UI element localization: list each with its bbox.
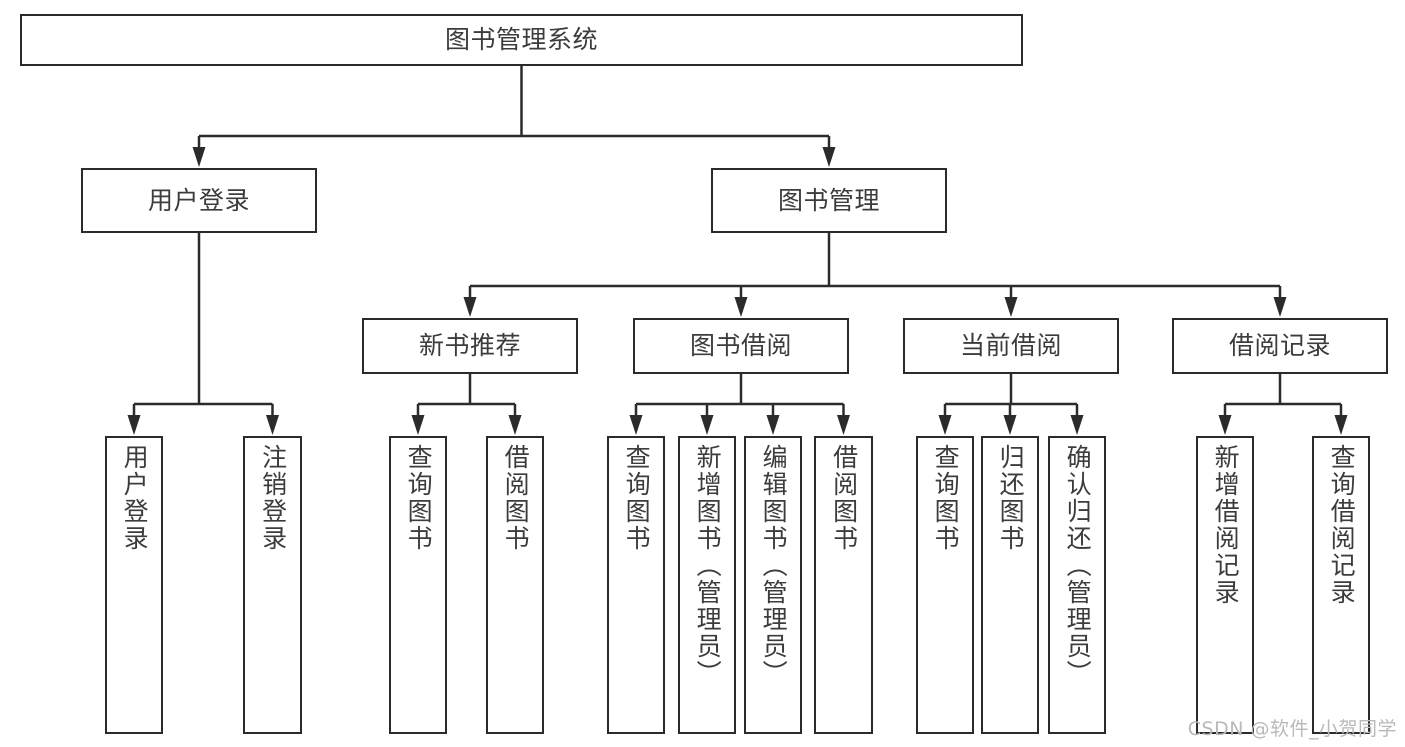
node-label: 查询借阅记录 [1327,444,1357,606]
arrowhead-icon [1070,415,1084,435]
node-leaf-query-book-3[interactable]: 查询图书 [916,436,974,734]
arrowhead-icon [192,147,206,167]
node-leaf-add-record[interactable]: 新增借阅记录 [1196,436,1254,734]
node-label: 查询图书 [931,444,961,552]
arrowhead-icon [1218,415,1232,435]
node-label: 查询图书 [404,444,434,552]
arrowhead-icon [411,415,425,435]
node-leaf-confirm-return[interactable]: 确认归还（管理员） [1048,436,1106,734]
arrowhead-icon [734,297,748,317]
node-leaf-add-book[interactable]: 新增图书（管理员） [678,436,736,734]
arrowhead-icon [938,415,952,435]
node-current-borrow[interactable]: 当前借阅 [903,318,1119,374]
arrowhead-icon [508,415,522,435]
arrowhead-icon [629,415,643,435]
arrowhead-icon [266,415,279,435]
node-leaf-query-record[interactable]: 查询借阅记录 [1312,436,1370,734]
node-label: 归还图书 [996,444,1026,552]
node-user-login[interactable]: 用户登录 [81,168,317,233]
arrowhead-icon [1334,415,1348,435]
node-label: 确认归还（管理员） [1063,444,1093,687]
node-book-manage[interactable]: 图书管理 [711,168,947,233]
node-label: 借阅图书 [501,444,531,552]
node-label: 图书借阅 [689,331,792,361]
node-leaf-borrow-book-2[interactable]: 借阅图书 [814,436,873,734]
node-label: 用户登录 [147,185,250,215]
arrowhead-icon [1273,297,1287,317]
node-label: 查询图书 [622,444,652,552]
node-label: 当前借阅 [959,331,1062,361]
node-label: 新增图书（管理员） [693,444,723,687]
node-new-book-recommend[interactable]: 新书推荐 [362,318,578,374]
arrowhead-icon [127,415,141,435]
arrowhead-icon [837,415,850,435]
node-label: 编辑图书（管理员） [759,444,789,687]
node-leaf-logout[interactable]: 注销登录 [243,436,302,734]
arrowhead-icon [700,415,714,435]
node-label: 新增借阅记录 [1211,444,1241,606]
node-label: 借阅图书 [829,444,859,552]
arrowhead-icon [766,415,780,435]
node-leaf-edit-book[interactable]: 编辑图书（管理员） [744,436,802,734]
node-label: 图书管理 [777,185,880,215]
node-book-borrow[interactable]: 图书借阅 [633,318,849,374]
node-label: 新书推荐 [418,331,521,361]
node-leaf-query-book-1[interactable]: 查询图书 [389,436,447,734]
node-leaf-return-book[interactable]: 归还图书 [981,436,1039,734]
node-label: 用户登录 [120,444,150,552]
node-root[interactable]: 图书管理系统 [20,14,1023,66]
watermark: CSDN @软件_小贺同学 [1187,718,1397,740]
arrowhead-icon [1004,297,1018,317]
node-leaf-query-book-2[interactable]: 查询图书 [607,436,665,734]
arrowhead-icon [822,147,836,167]
arrowhead-icon [463,297,477,317]
arrowhead-icon [1003,415,1017,435]
node-label: 图书管理系统 [444,25,598,55]
node-borrow-record[interactable]: 借阅记录 [1172,318,1388,374]
node-label: 注销登录 [258,444,288,552]
node-label: 借阅记录 [1228,331,1331,361]
node-leaf-borrow-book-1[interactable]: 借阅图书 [486,436,544,734]
node-leaf-user-login[interactable]: 用户登录 [105,436,163,734]
